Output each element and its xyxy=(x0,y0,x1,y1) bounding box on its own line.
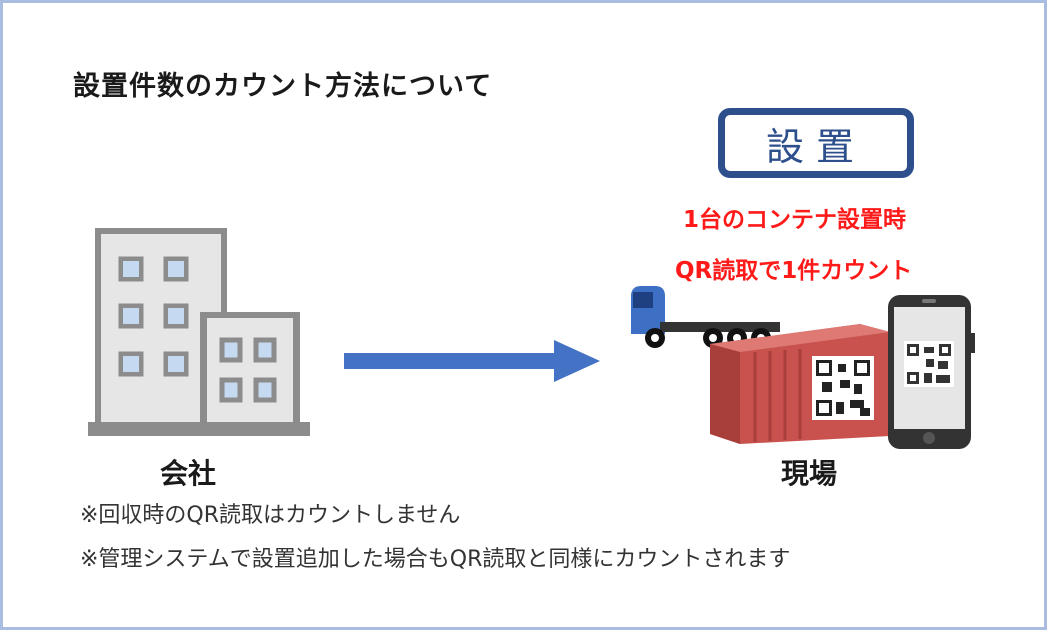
note-collection: ※回収時のQR読取はカウントしません xyxy=(80,503,461,528)
site-label: 現場 xyxy=(781,457,838,490)
installation-badge: 設置 xyxy=(718,108,914,178)
page-title: 設置件数のカウント方法について xyxy=(73,71,493,102)
smartphone-qr-icon xyxy=(888,295,975,449)
office-building-icon xyxy=(88,228,310,436)
highlight-line-1: 1台のコンテナ設置時 xyxy=(683,207,907,233)
right-arrow-icon xyxy=(344,340,600,382)
company-label: 会社 xyxy=(160,457,217,490)
highlight-line-2: QR読取で1件カウント xyxy=(675,258,913,284)
note-system-add: ※管理システムで設置追加した場合もQR読取と同様にカウントされます xyxy=(80,547,791,572)
shipping-container-icon xyxy=(710,324,890,444)
